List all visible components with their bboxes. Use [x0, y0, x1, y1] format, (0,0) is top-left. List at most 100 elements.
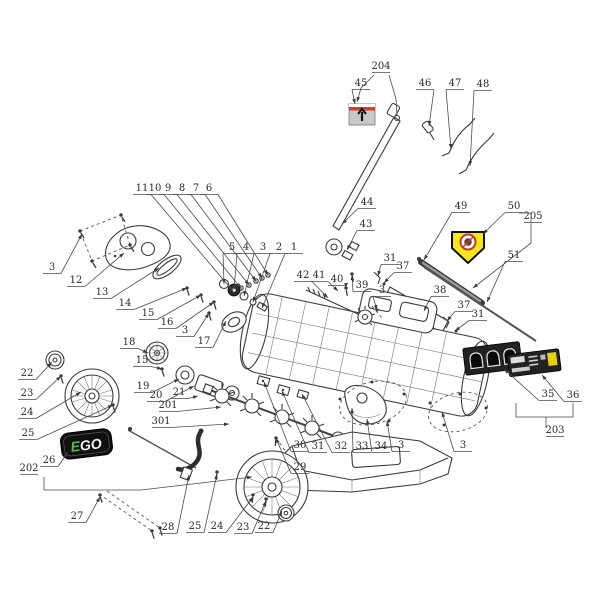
callout-48: 48	[477, 79, 490, 90]
leader-line	[176, 406, 222, 412]
leader-line	[204, 194, 263, 279]
leader-line	[35, 391, 82, 419]
belt-cover	[105, 225, 171, 271]
leader-arrowhead	[75, 392, 81, 397]
callout-23: 23	[21, 388, 34, 399]
callout-31: 31	[312, 441, 325, 452]
leader-arrowhead	[441, 412, 446, 418]
leader-line	[233, 253, 238, 291]
warning-sticker-icon	[348, 103, 376, 126]
leader-arrowhead	[483, 229, 488, 234]
handle-tube	[325, 102, 401, 297]
callout-7: 7	[193, 183, 199, 194]
callout-39: 39	[356, 280, 369, 291]
leader-line	[150, 194, 234, 292]
leader-line	[84, 252, 125, 287]
leader-arrowhead	[373, 304, 378, 310]
callout-205: 205	[523, 211, 542, 222]
leader-arrowhead	[262, 302, 266, 308]
callout-10: 10	[149, 183, 162, 194]
leader-line	[176, 474, 190, 534]
callout-37: 37	[397, 261, 410, 272]
callout-40: 40	[331, 274, 344, 285]
callout-5: 5	[229, 242, 235, 253]
leader-arrowhead	[344, 283, 348, 288]
callout-15: 15	[142, 308, 155, 319]
leader-line	[35, 375, 62, 400]
leader-line	[261, 253, 286, 309]
leader-arrowhead	[56, 376, 61, 381]
leader-arrowhead	[424, 305, 428, 311]
roller-bar	[417, 257, 485, 306]
leader-line	[176, 194, 250, 286]
leader-line	[251, 500, 267, 534]
leader-line	[169, 423, 230, 428]
callout-24: 24	[21, 407, 34, 418]
callout-35: 35	[542, 389, 555, 400]
callout-37: 37	[458, 300, 471, 311]
leader-line	[163, 194, 242, 289]
leader-line	[151, 378, 180, 393]
leader-arrowhead	[119, 253, 124, 258]
leader-arrowhead	[186, 475, 190, 481]
leader-arrowhead	[302, 394, 306, 400]
callout-1: 1	[291, 242, 297, 253]
callout-3: 3	[398, 440, 404, 451]
callout-3: 3	[260, 242, 266, 253]
leader-arrowhead	[447, 316, 452, 321]
main-deck-housing	[239, 288, 491, 417]
leader-arrowhead	[473, 283, 479, 288]
callout-24: 24	[211, 521, 224, 532]
callout-21: 21	[173, 387, 186, 398]
leader-line	[441, 411, 455, 452]
callout-25: 25	[22, 428, 35, 439]
leader-arrowhead	[504, 369, 509, 374]
callout-31: 31	[384, 253, 397, 264]
leader-line	[36, 404, 114, 440]
leader-line	[366, 418, 373, 453]
leader-line	[156, 294, 202, 320]
drive-belt	[152, 254, 182, 280]
ego-logo-text: EGO	[70, 435, 103, 455]
callout-44: 44	[361, 197, 374, 208]
leader-arrowhead	[350, 275, 355, 281]
leader-arrowhead	[63, 452, 68, 458]
callout-301: 301	[151, 416, 170, 427]
leader-line	[133, 287, 188, 310]
wire-clips	[371, 271, 458, 333]
bracket-line	[472, 212, 532, 289]
leader-arrowhead	[248, 497, 253, 503]
leader-line	[482, 212, 506, 235]
leader-arrowhead	[223, 422, 229, 427]
leader-arrowhead	[424, 254, 429, 260]
leader-arrowhead	[282, 391, 286, 397]
bracket-line	[515, 403, 574, 418]
leader-arrowhead	[251, 275, 256, 281]
callout-3: 3	[379, 285, 385, 296]
callout-203: 203	[545, 425, 564, 436]
callout-3: 3	[182, 325, 188, 336]
leader-arrowhead	[263, 269, 268, 275]
leader-arrowhead	[222, 278, 226, 284]
callout-25: 25	[189, 521, 202, 532]
callout-34: 34	[375, 441, 388, 452]
leader-line	[217, 194, 269, 276]
callout-12: 12	[70, 275, 83, 286]
leader-line	[243, 253, 255, 297]
callout-27: 27	[71, 511, 84, 522]
callout-33: 33	[356, 441, 369, 452]
pentagon-warning-icon	[451, 231, 485, 264]
leader-arrowhead	[384, 278, 389, 283]
callout-19: 19	[137, 381, 150, 392]
leader-arrowhead	[228, 286, 233, 291]
callout-45: 45	[355, 78, 368, 89]
hub-cap-left	[45, 350, 68, 385]
rod-51	[423, 266, 537, 342]
leader-arrowhead	[47, 362, 52, 367]
callout-6: 6	[206, 183, 212, 194]
leader-line	[445, 89, 452, 150]
leader-arrowhead	[487, 296, 491, 302]
leader-arrowhead	[262, 501, 266, 507]
